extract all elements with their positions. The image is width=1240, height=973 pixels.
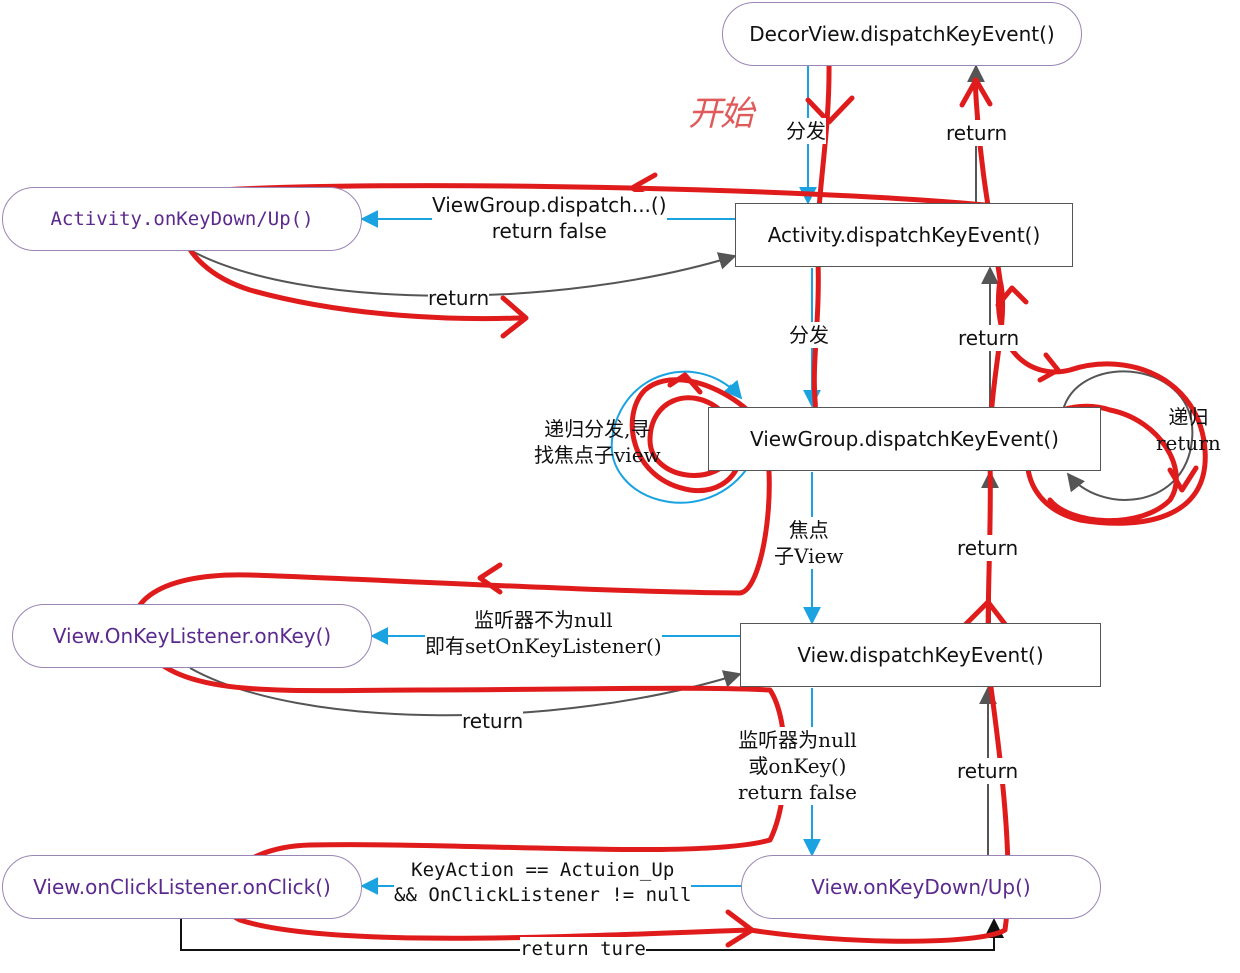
label-return-decor: return: [946, 120, 1008, 146]
node-viewgroup-dispatch: ViewGroup.dispatchKeyEvent(): [708, 407, 1101, 471]
arrow-recursive-dispatch-head: [723, 379, 743, 400]
hand-path-up-arrow-2: [995, 285, 1029, 308]
arrow-recursive-dispatch: [610, 370, 747, 504]
node-view-dispatch: View.dispatchKeyEvent(): [740, 623, 1101, 687]
label-recursive-return: 递归 return: [1156, 404, 1221, 456]
node-view-onkey: View.onKeyDown/Up(): [741, 855, 1101, 919]
label-viewgroup-false-line-1: ViewGroup.dispatch...(): [432, 193, 667, 217]
label-listener-null: 监听器为null 或onKey() return false: [738, 727, 857, 805]
arrow-recursive-return: [1062, 370, 1194, 501]
label-return-activity: return: [958, 325, 1020, 351]
label-focused-child-line-1: 焦点: [788, 518, 829, 542]
label-click-condition-line-2: && OnClickListener != null: [394, 883, 692, 906]
label-return-viewgroup: return: [957, 535, 1019, 561]
label-recursive-return-line-1: 递归: [1168, 405, 1209, 429]
label-focused-child-line-2: 子View: [774, 544, 844, 568]
label-listener-not-null-line-2: 即有setOnKeyListener(): [425, 634, 662, 658]
label-focused-child: 焦点 子View: [774, 517, 844, 569]
label-listener-not-null-line-1: 监听器不为null: [474, 608, 613, 632]
label-dispatch-1: 分发: [786, 118, 826, 144]
label-recursive-dispatch: 递归分发,寻 找焦点子view: [534, 416, 661, 468]
hand-path-viewgroup-spiral: [629, 377, 783, 494]
label-return-view-onkey: return: [957, 758, 1019, 784]
label-return-activity-onkey: return: [428, 285, 490, 311]
label-listener-null-line-1: 监听器为null: [738, 728, 857, 752]
label-listener-not-null: 监听器不为null 即有setOnKeyListener(): [425, 607, 662, 659]
node-decor-view: DecorView.dispatchKeyEvent(): [722, 2, 1082, 66]
node-onkey-listener: View.OnKeyListener.onKey(): [12, 604, 372, 668]
label-return-onkey-listener: return: [462, 708, 524, 734]
label-dispatch-2: 分发: [789, 322, 829, 348]
node-onclick-listener: View.onClickListener.onClick(): [2, 855, 362, 919]
node-activity-onkey: Activity.onKeyDown/Up(): [2, 187, 362, 251]
hand-path-spiral-arrow: [667, 372, 703, 395]
hand-path-start-arrow: [805, 95, 855, 125]
label-viewgroup-false: ViewGroup.dispatch...() return false: [432, 192, 667, 244]
hand-path-up-arrow-1: [957, 599, 1011, 633]
hand-path-activity-arrow-right: [500, 295, 529, 339]
label-click-condition-line-1: KeyAction == Actuion_Up: [411, 859, 675, 881]
node-activity-dispatch: Activity.dispatchKeyEvent(): [735, 203, 1073, 267]
handwritten-start-label: 开始: [688, 94, 754, 134]
hand-path-up: [747, 77, 1011, 944]
hand-path-right-loop: [996, 277, 1208, 526]
label-listener-null-line-3: return false: [738, 780, 857, 804]
label-recursive-return-line-2: return: [1156, 431, 1221, 455]
label-return-true: return ture: [520, 937, 646, 961]
label-recursive-dispatch-line-1: 递归分发,寻: [544, 417, 651, 441]
label-viewgroup-false-line-2: return false: [491, 219, 607, 243]
label-listener-null-line-2: 或onKey(): [748, 754, 847, 778]
hand-path-top-arrow: [959, 77, 993, 108]
label-recursive-dispatch-line-2: 找焦点子view: [534, 443, 661, 467]
hand-path-loop-arrow-1: [1037, 352, 1061, 383]
label-click-condition: KeyAction == Actuion_Up && OnClickListen…: [394, 858, 692, 908]
hand-path-listener-arrow: [477, 562, 503, 595]
hand-path-loop-arrow-2: [1167, 465, 1199, 493]
